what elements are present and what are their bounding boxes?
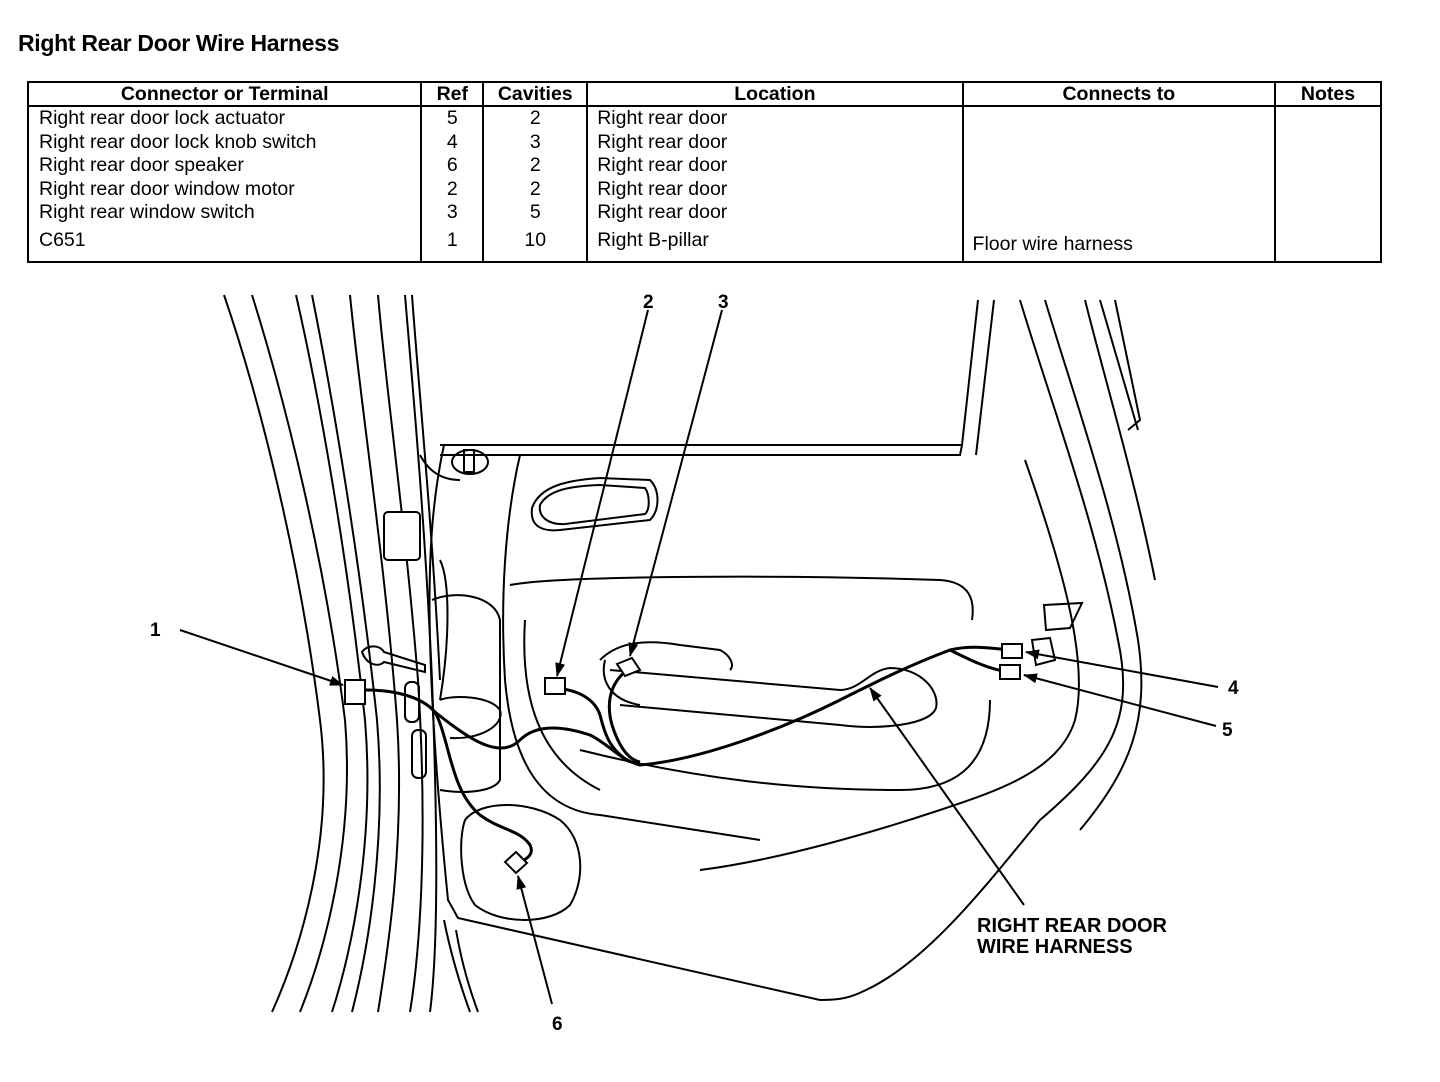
cell-connects-to xyxy=(961,130,1277,154)
col-header-connector: Connector or Terminal xyxy=(26,81,423,107)
cell-connector: Right rear door window motor xyxy=(26,177,423,201)
callout-6: 6 xyxy=(552,1014,563,1035)
cell-notes xyxy=(1274,130,1382,154)
cell-notes xyxy=(1274,154,1382,178)
table-row: C651 1 10 Right B-pillar Floor wire harn… xyxy=(26,224,1382,262)
callout-3: 3 xyxy=(718,292,729,313)
connector-4 xyxy=(1001,643,1023,659)
callout-1: 1 xyxy=(150,620,161,641)
cell-connector: Right rear window switch xyxy=(26,201,423,225)
connector-table: Connector or Terminal Ref Cavities Locat… xyxy=(26,81,1382,263)
cell-cavities: 2 xyxy=(482,177,589,201)
connector-1 xyxy=(344,679,366,705)
door-panel-outline xyxy=(419,299,1156,1001)
callout-5: 5 xyxy=(1222,720,1233,741)
cell-cavities: 5 xyxy=(482,201,589,225)
connector-5 xyxy=(999,664,1021,680)
cell-connector: Right rear door speaker xyxy=(26,154,423,178)
cell-connector: C651 xyxy=(26,224,423,262)
cell-ref: 3 xyxy=(420,201,485,225)
harness-label-line-2: WIRE HARNESS xyxy=(977,936,1133,958)
connector-2 xyxy=(544,677,566,695)
cell-connects-to xyxy=(961,154,1277,178)
col-header-notes: Notes xyxy=(1274,81,1382,107)
cell-location: Right rear door xyxy=(586,130,964,154)
cell-connector: Right rear door lock knob switch xyxy=(26,130,423,154)
harness-label-line-1: RIGHT REAR DOOR xyxy=(977,915,1168,937)
col-header-location: Location xyxy=(586,81,964,107)
table-row: Right rear door lock knob switch 4 3 Rig… xyxy=(26,130,1382,154)
table-header-row: Connector or Terminal Ref Cavities Locat… xyxy=(26,81,1382,107)
connector-3 xyxy=(615,656,642,678)
callout-2: 2 xyxy=(643,292,654,313)
cell-notes xyxy=(1274,201,1382,225)
cell-connector: Right rear door lock actuator xyxy=(26,106,423,131)
cell-ref: 1 xyxy=(420,224,485,262)
callout-4: 4 xyxy=(1228,678,1239,699)
cell-ref: 6 xyxy=(420,154,485,178)
table-row: Right rear window switch 3 5 Right rear … xyxy=(26,201,1382,225)
cell-ref: 2 xyxy=(420,177,485,201)
cell-location: Right rear door xyxy=(586,154,964,178)
cell-connects-to xyxy=(961,177,1277,201)
cell-cavities: 2 xyxy=(482,106,589,131)
cell-ref: 5 xyxy=(420,106,485,131)
cell-connects-to: Floor wire harness xyxy=(961,224,1277,262)
cell-notes xyxy=(1274,177,1382,201)
table-row: Right rear door lock actuator 5 2 Right … xyxy=(26,106,1382,131)
table-row: Right rear door speaker 6 2 Right rear d… xyxy=(26,154,1382,178)
cell-location: Right rear door xyxy=(586,177,964,201)
trim-panel xyxy=(431,454,1084,921)
cell-connects-to xyxy=(961,201,1277,225)
cell-notes xyxy=(1274,106,1382,131)
check-strap xyxy=(360,645,427,779)
cell-cavities: 2 xyxy=(482,154,589,178)
col-header-cavities: Cavities xyxy=(482,81,589,107)
lock-knob xyxy=(451,449,489,475)
cell-location: Right rear door xyxy=(586,201,964,225)
cell-location: Right rear door xyxy=(586,106,964,131)
cell-location: Right B-pillar xyxy=(586,224,964,262)
leader-lines xyxy=(179,309,1219,1005)
page-title: Right Rear Door Wire Harness xyxy=(18,30,340,56)
col-header-ref: Ref xyxy=(420,81,485,107)
b-pillar-outline xyxy=(223,294,479,1013)
table-row: Right rear door window motor 2 2 Right r… xyxy=(26,177,1382,201)
connector-6 xyxy=(503,850,529,875)
door-striker xyxy=(383,511,421,561)
cell-connects-to xyxy=(961,106,1277,131)
cell-cavities: 3 xyxy=(482,130,589,154)
cell-ref: 4 xyxy=(420,130,485,154)
cell-notes xyxy=(1274,224,1382,262)
cell-cavities: 10 xyxy=(482,224,589,262)
col-header-connects-to: Connects to xyxy=(961,81,1277,107)
